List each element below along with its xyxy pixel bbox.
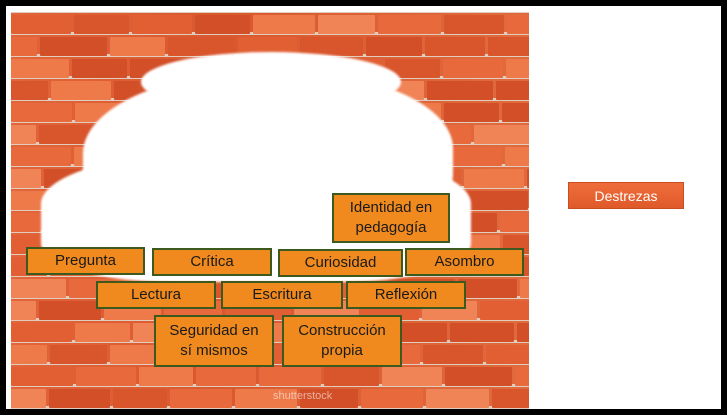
brick [11,345,47,364]
brick [195,15,250,34]
brick [500,213,529,232]
brick [40,37,107,56]
brick [445,367,512,386]
brick [486,345,529,364]
brick [443,147,502,166]
brick [132,15,192,34]
brick [74,15,129,34]
box-seguridad: Seguridad en sí mismos [154,315,274,367]
brick [324,367,379,386]
wall-hole-upper [141,52,401,112]
brick [168,37,235,56]
brick [113,389,167,408]
brick [382,367,442,386]
box-reflexion: Reflexión [346,281,466,309]
brick [492,389,529,408]
brick [139,367,193,386]
box-construccion: Construcción propia [282,315,402,367]
brick [235,389,297,408]
brick [378,15,441,34]
brick [505,147,529,166]
brick [11,125,36,144]
brick [11,213,41,232]
brick [425,37,485,56]
brick [75,323,130,342]
brick [480,301,529,320]
box-curiosidad: Curiosidad [278,249,403,277]
brick [506,59,529,78]
brick [11,323,72,342]
brick [196,367,256,386]
brick [458,279,517,298]
slide: shutterstock Identidad en pedagogía Preg… [6,6,721,409]
box-pregunta: Pregunta [26,247,145,275]
box-asombro: Asombro [405,248,524,276]
brick [444,103,499,122]
brick [259,367,321,386]
brick-row [11,37,529,56]
box-identidad: Identidad en pedagogía [332,193,450,243]
brick [110,345,164,364]
brick [300,37,363,56]
brick-row [11,15,529,34]
brick [444,15,504,34]
brick [300,389,358,408]
brick [520,279,529,298]
brick [11,59,69,78]
brick-row [11,367,529,386]
brick [11,389,46,408]
brick [488,37,529,56]
brick [51,81,111,100]
brick [507,15,529,34]
brick [50,345,107,364]
brick [72,59,127,78]
brick [110,37,165,56]
brick [11,301,36,320]
brick [463,191,528,210]
destrezas-label: Destrezas [568,182,684,209]
brick [450,323,514,342]
brick [11,367,73,386]
brick [11,279,66,298]
brick [426,389,489,408]
brick [474,125,529,144]
brick [443,59,503,78]
brick [253,15,315,34]
brick [517,323,529,342]
brick [11,169,41,188]
brick [496,81,529,100]
brick [527,169,529,188]
watermark: shutterstock [273,390,333,402]
brick [11,81,48,100]
brick [388,323,447,342]
brick-row [11,389,529,408]
brick [318,15,375,34]
brick [11,15,71,34]
brick [11,37,37,56]
box-critica: Crítica [152,248,272,276]
brick [49,389,110,408]
box-lectura: Lectura [96,281,216,309]
brick [427,81,493,100]
brick [515,367,529,386]
brick [464,169,524,188]
brick [423,345,483,364]
brick [385,59,440,78]
brick [11,103,72,122]
brick [361,389,423,408]
brick [39,301,101,320]
brick [366,37,422,56]
brick [238,37,297,56]
box-escritura: Escritura [221,281,343,309]
brick [11,147,71,166]
brick [170,389,232,408]
brick [76,367,136,386]
brick [502,103,529,122]
